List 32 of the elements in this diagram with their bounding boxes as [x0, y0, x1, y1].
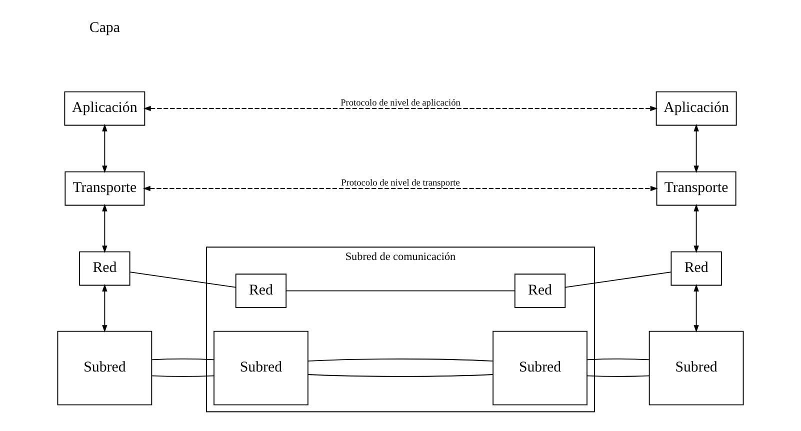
arrow	[694, 124, 699, 174]
connector	[308, 358, 494, 362]
node-box: Subred	[648, 330, 744, 406]
arrow	[142, 186, 658, 192]
connector	[286, 290, 516, 292]
node-box: Transporte	[64, 171, 145, 206]
node-box: Red	[235, 274, 287, 308]
connector	[586, 375, 650, 377]
connector	[130, 272, 236, 288]
edge-label: Protocolo de nivel de transporte	[341, 178, 460, 189]
connector	[564, 272, 672, 288]
node-box: Red	[670, 251, 722, 286]
node-box: Red	[514, 274, 566, 308]
node-box: Transporte	[656, 171, 736, 206]
arrow	[102, 204, 108, 254]
node-box: Aplicación	[656, 91, 737, 126]
node-box: Aplicación	[64, 91, 146, 126]
arrow	[102, 284, 108, 333]
node-box: Subred	[214, 330, 308, 406]
label: Capa	[89, 20, 120, 36]
connector	[152, 358, 214, 360]
arrow	[694, 204, 699, 254]
node-box: Red	[79, 251, 130, 286]
edge-label: Protocolo de nivel de aplicación	[340, 98, 460, 109]
arrow	[102, 124, 108, 174]
node-box: Subred	[492, 330, 588, 406]
connector	[586, 358, 650, 360]
arrow	[694, 284, 699, 333]
arrow	[143, 106, 658, 112]
connector	[152, 375, 214, 377]
node-box: Subred	[57, 330, 152, 406]
connector	[308, 374, 494, 377]
